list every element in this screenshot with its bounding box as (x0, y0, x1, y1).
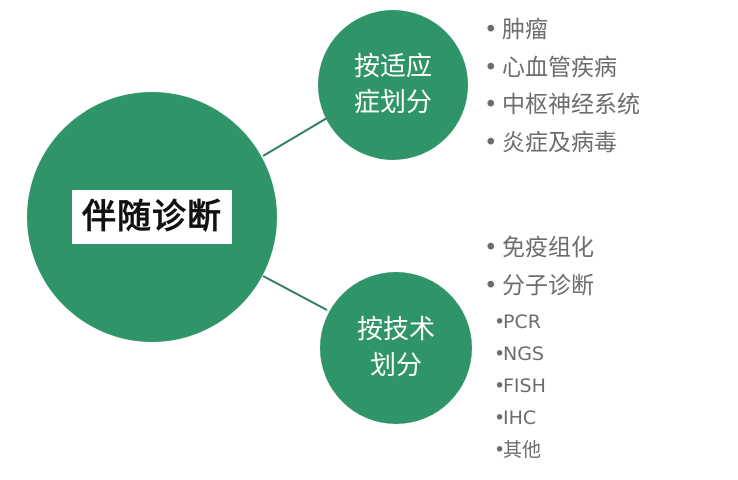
bullet-icon: • (494, 375, 506, 397)
bullet-icon: • (484, 235, 498, 261)
center-node: 伴随诊断 (27, 92, 277, 342)
sub-list-item: •FISH (494, 370, 546, 402)
list-item: •心血管疾病 (484, 50, 640, 88)
technology-sub-list: •PCR •NGS •FISH •IHC •其他 (494, 306, 546, 466)
list-item-label: 炎症及病毒 (502, 129, 617, 156)
list-item-label: 免疫组化 (502, 235, 594, 261)
bullet-icon: • (494, 439, 506, 461)
sub-list-item-label: IHC (503, 407, 537, 429)
list-item-label: 中枢神经系统 (502, 92, 640, 118)
bullet-icon: • (484, 17, 498, 43)
sub-list-item-label: FISH (503, 375, 546, 397)
list-item: •分子诊断 (484, 268, 594, 306)
indication-list: •肿瘤 •心血管疾病 •中枢神经系统 •炎症及病毒 (484, 12, 640, 162)
bullet-icon: • (484, 129, 498, 156)
sub-list-item-label: 其他 (503, 439, 542, 461)
sub-list-item-label: NGS (503, 343, 544, 365)
bullet-icon: • (484, 92, 498, 118)
bullet-icon: • (494, 311, 506, 333)
list-item: •炎症及病毒 (484, 125, 640, 163)
sub-list-item-label: PCR (503, 311, 541, 333)
list-item-label: 心血管疾病 (502, 54, 617, 81)
bullet-icon: • (494, 407, 506, 429)
list-item: •中枢神经系统 (484, 87, 640, 125)
branch-label-technology: 按技术划分 (356, 315, 435, 381)
branch-label-indication: 按适应症划分 (353, 52, 432, 118)
center-label: 伴随诊断 (82, 197, 222, 237)
bullet-icon: • (484, 54, 498, 81)
connector-line-top (262, 117, 328, 157)
branch-node-indication: 按适应症划分 (318, 10, 468, 160)
center-label-box: 伴随诊断 (72, 190, 232, 244)
list-item-label: 肿瘤 (502, 17, 548, 43)
list-item-label: 分子诊断 (502, 272, 594, 299)
sub-list-item: •PCR (494, 306, 546, 338)
technology-list: •免疫组化 •分子诊断 (484, 230, 594, 305)
sub-list-item: •其他 (494, 434, 546, 466)
branch-node-technology: 按技术划分 (320, 272, 472, 424)
sub-list-item: •IHC (494, 402, 546, 434)
bullet-icon: • (484, 272, 498, 299)
sub-list-item: •NGS (494, 338, 546, 370)
list-item: •免疫组化 (484, 230, 594, 268)
bullet-icon: • (494, 343, 506, 365)
list-item: •肿瘤 (484, 12, 640, 50)
connector-line-bottom (262, 275, 328, 311)
